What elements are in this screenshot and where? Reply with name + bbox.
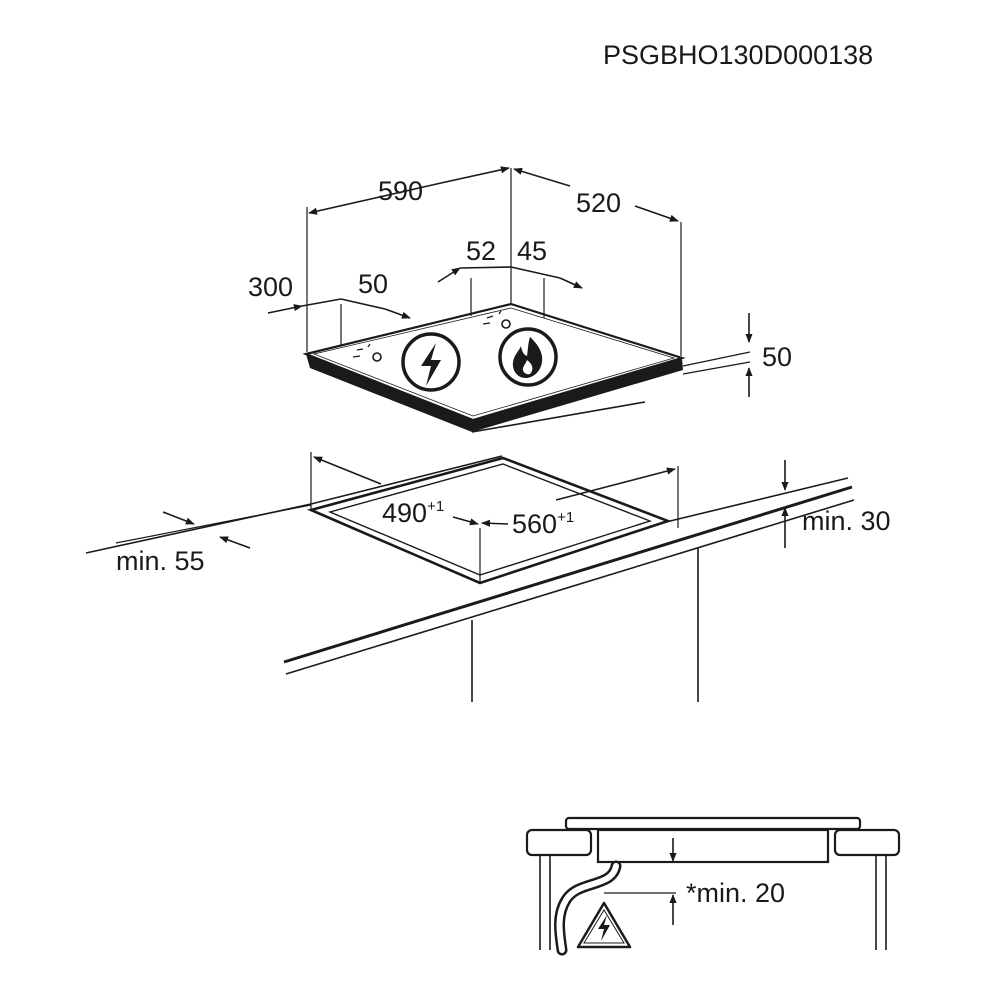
product-code: PSGBHO130D000138 <box>603 40 873 70</box>
cutout <box>307 456 672 585</box>
hob-top <box>302 302 686 422</box>
left-knob-label: 50 <box>358 269 388 299</box>
depth-label: 520 <box>576 188 621 218</box>
cutout-dimensions: 490+1 560+1 min. 55 min. 30 <box>116 456 891 576</box>
left-offset-label: 300 <box>248 272 293 302</box>
min-back-label: min. 30 <box>802 506 891 536</box>
gas-flame-icon <box>498 327 558 387</box>
height-label: 50 <box>762 342 792 372</box>
center-left-label: 52 <box>466 236 496 266</box>
min-front-label: min. 55 <box>116 546 205 576</box>
center-right-label: 45 <box>517 236 547 266</box>
section-view: *min. 20 <box>525 816 901 956</box>
hob-dimensions: 590 520 52 45 300 50 50 <box>248 166 792 397</box>
cut-width-label: 560+1 <box>512 509 574 539</box>
hob <box>302 302 751 433</box>
min-bottom-label: *min. 20 <box>686 878 785 908</box>
electric-bolt-icon <box>401 332 461 392</box>
width-label: 590 <box>378 176 423 206</box>
cut-depth-label: 490+1 <box>382 498 444 528</box>
knob-marks <box>352 310 511 362</box>
countertop <box>85 452 855 702</box>
electric-warning-icon <box>576 901 632 949</box>
